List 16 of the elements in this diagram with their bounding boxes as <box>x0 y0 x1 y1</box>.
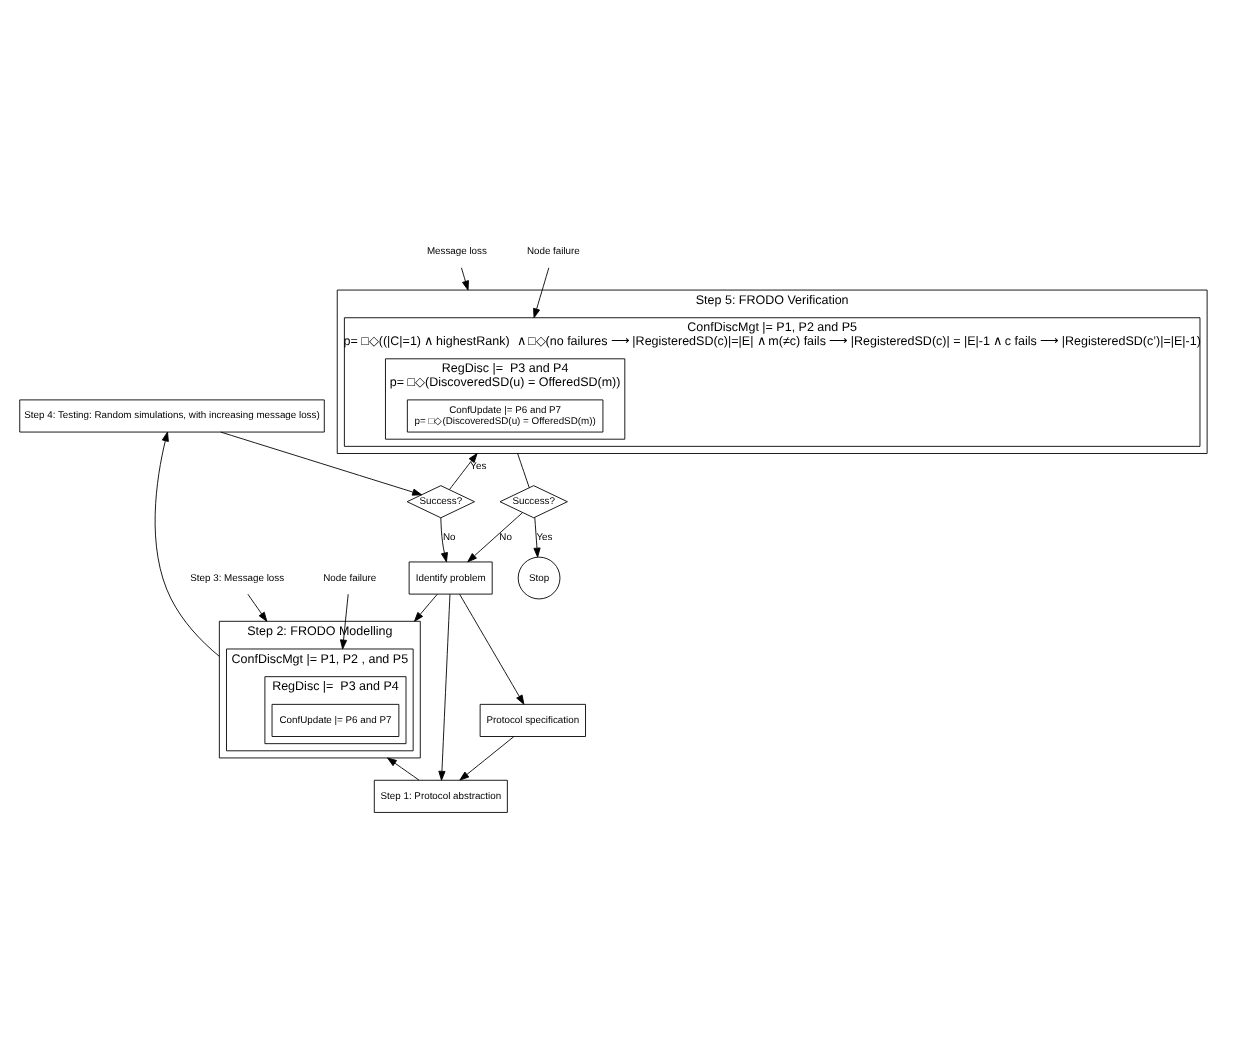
arrow <box>339 593 349 650</box>
connector <box>517 453 530 489</box>
arrow <box>533 516 541 558</box>
arrow <box>459 736 515 781</box>
arrow <box>440 517 448 563</box>
arrow <box>220 431 423 496</box>
arrow <box>414 593 438 622</box>
arrow <box>247 593 268 622</box>
arrow <box>387 757 420 781</box>
arrow <box>459 593 525 705</box>
arrow <box>154 431 220 657</box>
arrow <box>533 267 550 319</box>
arrow <box>438 593 451 781</box>
arrow <box>449 453 478 490</box>
arrow <box>467 512 523 563</box>
arrow <box>461 267 469 291</box>
